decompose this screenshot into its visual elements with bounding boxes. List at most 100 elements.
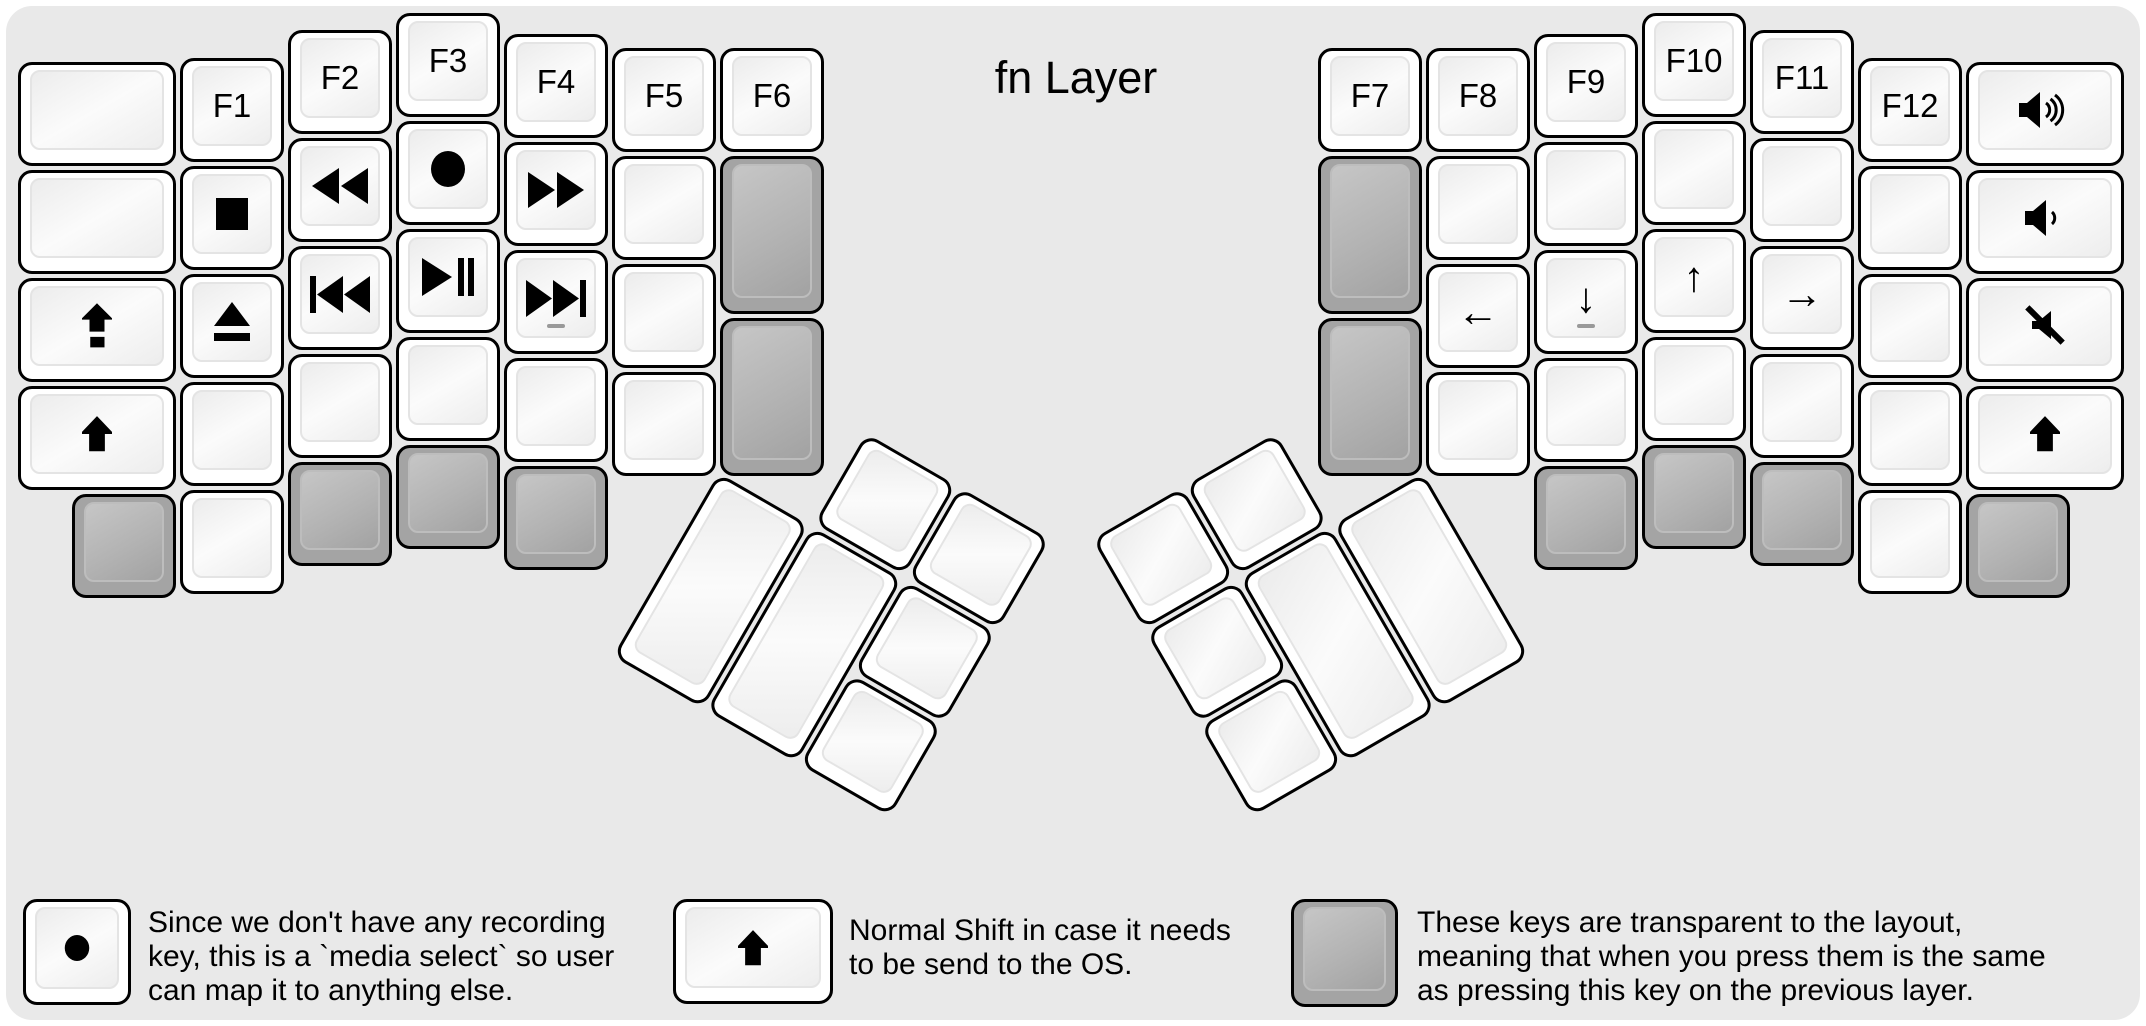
transparent-r1[interactable] [1318, 156, 1422, 314]
key-shift-right-cap [1978, 394, 2112, 474]
mute-icon [2023, 304, 2067, 348]
key-f11[interactable]: F11 [1750, 30, 1854, 134]
blank-r11[interactable] [1858, 382, 1962, 486]
key-f6-cap: F6 [732, 56, 812, 136]
blank-r4[interactable] [1534, 358, 1638, 462]
transparent-l5[interactable] [720, 318, 824, 476]
key-arrow-right[interactable]: → [1750, 246, 1854, 350]
arrow-up-icon: ↑ [1683, 253, 1705, 300]
key-f9[interactable]: F9 [1534, 34, 1638, 138]
transparent-r6-cap [1978, 502, 2058, 582]
blank-r1[interactable] [1426, 156, 1530, 260]
blank-l3-cap [192, 390, 272, 470]
transparent-l6-cap [84, 502, 164, 582]
transparent-r6[interactable] [1966, 494, 2070, 598]
blank-l8[interactable] [612, 156, 716, 260]
blank-l6[interactable] [396, 337, 500, 441]
key-f5[interactable]: F5 [612, 48, 716, 152]
key-f12[interactable]: F12 [1858, 58, 1962, 162]
key-f8[interactable]: F8 [1426, 48, 1530, 152]
key-volume-down[interactable] [1966, 170, 2124, 274]
transparent-l3[interactable] [504, 466, 608, 570]
key-fast-forward[interactable] [504, 142, 608, 246]
transparent-r3-cap [1546, 474, 1626, 554]
blank-r6[interactable] [1642, 337, 1746, 441]
transparent-l2[interactable] [396, 445, 500, 549]
key-shift-left-cap [30, 394, 164, 474]
blank-r10-cap [1870, 282, 1950, 362]
key-play-pause[interactable] [396, 229, 500, 333]
key-prev-track[interactable] [288, 246, 392, 350]
blank-l3[interactable] [180, 382, 284, 486]
key-f11-label: F11 [1774, 59, 1830, 96]
key-record[interactable] [396, 121, 500, 225]
blank-l5[interactable] [288, 354, 392, 458]
key-f10[interactable]: F10 [1642, 13, 1746, 117]
key-f2[interactable]: F2 [288, 30, 392, 134]
blank-r9[interactable] [1858, 166, 1962, 270]
blank-l9[interactable] [612, 264, 716, 368]
legend-key-record [23, 899, 131, 1005]
legend-line: Since we don't have any recording [148, 906, 606, 939]
key-f7[interactable]: F7 [1318, 48, 1422, 152]
blank-r8[interactable] [1750, 354, 1854, 458]
key-eject[interactable] [180, 274, 284, 378]
key-record-cap [408, 129, 488, 209]
blank-l8-cap [624, 164, 704, 244]
key-f4[interactable]: F4 [504, 34, 608, 138]
key-f9-cap: F9 [1546, 42, 1626, 122]
blank-l7-cap [516, 366, 596, 446]
blank-r7[interactable] [1750, 138, 1854, 242]
blank-l1[interactable] [18, 62, 176, 166]
transparent-r5[interactable] [1750, 462, 1854, 566]
transparent-r3[interactable] [1534, 466, 1638, 570]
key-arrow-up[interactable]: ↑ [1642, 229, 1746, 333]
blank-l4-cap [192, 498, 272, 578]
blank-l2[interactable] [18, 170, 176, 274]
transparent-r2[interactable] [1318, 318, 1422, 476]
key-shift-right[interactable] [1966, 386, 2124, 490]
key-arrow-left[interactable]: ← [1426, 264, 1530, 368]
blank-r3[interactable] [1534, 142, 1638, 246]
transparent-r4[interactable] [1642, 445, 1746, 549]
blank-l10[interactable] [612, 372, 716, 476]
blank-r12[interactable] [1858, 490, 1962, 594]
blank-r2[interactable] [1426, 372, 1530, 476]
volume-down-icon [2025, 198, 2065, 238]
transparent-l6[interactable] [72, 494, 176, 598]
transparent-l4[interactable] [720, 156, 824, 314]
transparent-l1[interactable] [288, 462, 392, 566]
key-stop[interactable] [180, 166, 284, 270]
key-mute[interactable] [1966, 278, 2124, 382]
key-shift-lock[interactable] [18, 278, 176, 382]
key-prev-track-cap [300, 254, 380, 334]
record-icon [64, 934, 90, 961]
blank-l5-cap [300, 362, 380, 442]
key-next-track[interactable] [504, 250, 608, 354]
play-pause-icon [422, 258, 474, 296]
key-f6[interactable]: F6 [720, 48, 824, 152]
blank-r7-cap [1762, 146, 1842, 226]
key-f9-label: F9 [1566, 63, 1606, 100]
key-f3[interactable]: F3 [396, 13, 500, 117]
blank-r12-cap [1870, 498, 1950, 578]
key-volume-up[interactable] [1966, 62, 2124, 166]
key-f2-cap: F2 [300, 38, 380, 118]
key-next-track-cap [516, 258, 596, 338]
eject-icon [214, 302, 250, 342]
key-shift-left[interactable] [18, 386, 176, 490]
key-arrow-down[interactable]: ↓ [1534, 250, 1638, 354]
key-f2-label: F2 [320, 59, 360, 96]
transparent-r1-cap [1330, 164, 1410, 298]
key-f1[interactable]: F1 [180, 58, 284, 162]
key-rewind[interactable] [288, 138, 392, 242]
legend-line: meaning that when you press them is the … [1417, 940, 2046, 973]
legend-line: to be send to the OS. [849, 948, 1133, 981]
blank-l2-cap [30, 178, 164, 258]
key-volume-down-cap [1978, 178, 2112, 258]
blank-r5[interactable] [1642, 121, 1746, 225]
blank-r10[interactable] [1858, 274, 1962, 378]
blank-l7[interactable] [504, 358, 608, 462]
blank-l4[interactable] [180, 490, 284, 594]
shift-icon [2030, 416, 2060, 452]
